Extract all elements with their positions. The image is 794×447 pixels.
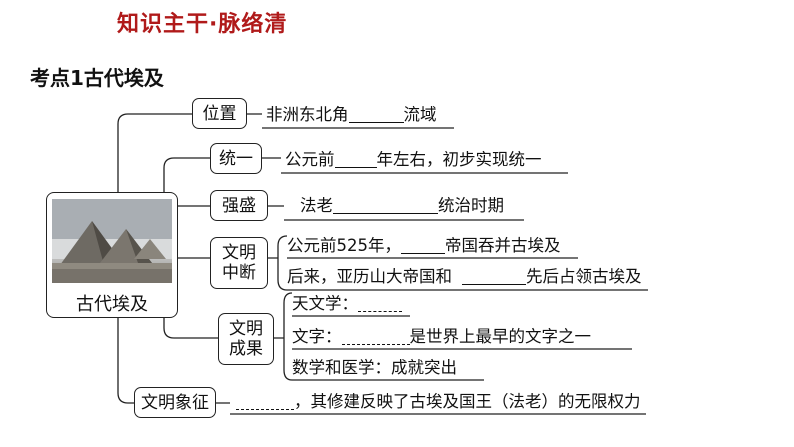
- leaf-astronomy: 天文学：: [292, 292, 402, 316]
- node-achievements-label-1: 文明: [229, 319, 263, 339]
- blank-occupier: [462, 266, 526, 285]
- leaf-unification-before: 公元前: [285, 150, 335, 169]
- blank-astronomy: [358, 293, 402, 312]
- blank-pharaoh: [333, 195, 438, 214]
- leaf-location-after: 流域: [403, 105, 437, 124]
- leaf-interruption-1-after: 帝国吞并古埃及: [445, 236, 561, 255]
- underline-symbol: [216, 402, 646, 415]
- trunk-left: [117, 113, 192, 192]
- leaf-prosperity: 法老 统治时期: [300, 194, 504, 218]
- leaf-unification: 公元前 年左右，初步实现统一: [285, 148, 542, 172]
- trunk-right: [163, 157, 210, 192]
- blank-river: [348, 104, 404, 123]
- root-node-ancient-egypt: 古代埃及: [46, 192, 178, 318]
- underline-prosperity: [268, 205, 524, 221]
- root-label: 古代埃及: [76, 294, 148, 315]
- underline-location: [247, 113, 454, 129]
- leaf-interruption-2-before: 后来，亚历山大帝国和: [287, 267, 452, 286]
- node-prosperity: 强盛: [210, 190, 268, 221]
- node-prosperity-label: 强盛: [222, 195, 256, 216]
- node-symbol: 文明象征: [134, 387, 216, 418]
- leaf-prosperity-before: 法老: [300, 196, 333, 215]
- topic-heading: 考点1古代埃及: [30, 66, 164, 90]
- node-achievements: 文明 成果: [218, 313, 274, 365]
- leaf-writing-after: 是世界上最早的文字之一: [409, 327, 592, 346]
- node-symbol-label: 文明象征: [141, 392, 209, 413]
- trunk-left-bottom: [117, 318, 134, 404]
- leaf-symbol: ，其修建反映了古埃及国王（法老）的无限权力: [236, 390, 641, 414]
- trunk-right-bottom: [163, 318, 218, 339]
- blank-year: [334, 149, 377, 168]
- node-interruption-label-1: 文明: [222, 243, 256, 263]
- leaf-location-before: 非洲东北角: [266, 105, 349, 124]
- leaf-interruption-1-before: 公元前525年，: [287, 236, 401, 255]
- node-unification: 统一: [210, 143, 262, 174]
- node-unification-label: 统一: [219, 148, 253, 169]
- bracket-interruption: [268, 235, 288, 291]
- blank-empire: [401, 235, 445, 254]
- node-achievements-label-2: 成果: [229, 339, 263, 359]
- leaf-writing: 文字： 是世界上最早的文字之一: [292, 325, 591, 349]
- leaf-unification-after: 年左右，初步实现统一: [376, 150, 542, 169]
- bracket-achievements: [274, 292, 293, 381]
- leaf-interruption-2: 后来，亚历山大帝国和 先后占领古埃及: [287, 265, 642, 289]
- node-location: 位置: [192, 98, 247, 129]
- underline-unification: [262, 157, 568, 174]
- section-title: 知识主干·脉络清: [117, 12, 288, 37]
- pyramids-icon: [52, 199, 172, 283]
- leaf-interruption-2-after: 先后占领古埃及: [526, 267, 642, 286]
- leaf-astronomy-text: 天文学：: [292, 294, 358, 313]
- leaf-symbol-after: ，其修建反映了古埃及国王（法老）的无限权力: [294, 392, 641, 411]
- pyramids-photo: [52, 199, 172, 283]
- leaf-math: 数学和医学：成就突出: [292, 356, 457, 380]
- leaf-prosperity-after: 统治时期: [438, 196, 504, 215]
- node-interruption-label-2: 中断: [222, 263, 256, 283]
- node-interruption: 文明 中断: [210, 237, 268, 289]
- leaf-interruption-1: 公元前525年， 帝国吞并古埃及: [287, 234, 561, 258]
- blank-script: [341, 326, 410, 345]
- node-location-label: 位置: [202, 103, 237, 124]
- leaf-writing-before: 文字：: [292, 327, 342, 346]
- leaf-location: 非洲东北角 流域: [266, 103, 437, 127]
- blank-symbol: [236, 391, 294, 410]
- leaf-math-text: 数学和医学：成就突出: [292, 358, 457, 377]
